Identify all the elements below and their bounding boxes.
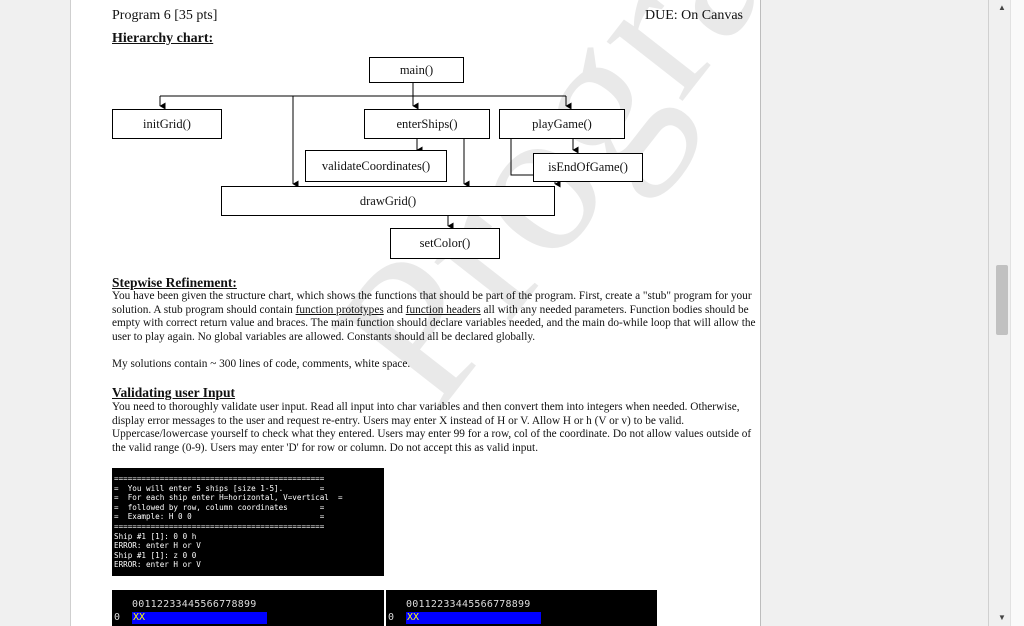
grid-row-cells: XX [132, 612, 267, 624]
node-isendofgame: isEndOfGame() [533, 153, 643, 182]
document-page: Program 6 Program 6 [35 pts] DUE: On Can… [70, 0, 761, 626]
grid-output-right: 00112233445566778899 0 XX [386, 590, 657, 626]
function-headers-link[interactable]: function headers [405, 303, 481, 316]
function-prototypes-link[interactable]: function prototypes [295, 303, 384, 316]
scroll-down-arrow-icon[interactable]: ▼ [998, 613, 1006, 622]
grid-column-digits: 00112233445566778899 [406, 599, 531, 610]
grid-output-left: 00112233445566778899 0 XX [112, 590, 384, 626]
divider [988, 0, 989, 626]
grid-row-label: 0 [114, 612, 121, 623]
grid-row-cells: XX [406, 612, 541, 624]
console-line: = You will enter 5 ships [size 1-5]. = [114, 483, 325, 493]
hierarchy-chart-title: Hierarchy chart: [112, 31, 214, 46]
grid-column-digits: 00112233445566778899 [132, 599, 257, 610]
left-gutter [0, 0, 70, 626]
due-label: DUE: On Canvas [645, 8, 743, 23]
stepwise-paragraph: You have been given the structure chart,… [112, 290, 756, 344]
console-line: ERROR: enter H or V [114, 560, 201, 570]
console-line: Ship #1 [1]: z 0 0 [114, 550, 197, 560]
node-playgame: playGame() [499, 109, 625, 139]
node-main: main() [369, 57, 464, 83]
solution-size-note: My solutions contain ~ 300 lines of code… [112, 358, 411, 370]
node-enterships: enterShips() [364, 109, 490, 139]
node-drawgrid: drawGrid() [221, 186, 555, 216]
console-line: = For each ship enter H=horizontal, V=ve… [114, 493, 343, 503]
console-line: ERROR: enter H or V [114, 541, 201, 551]
program-heading: Program 6 [35 pts] [112, 8, 218, 23]
node-setcolor: setColor() [390, 228, 500, 259]
scrollbar-thumb[interactable] [996, 265, 1008, 335]
right-edge-strip [1010, 0, 1024, 626]
stepwise-title: Stepwise Refinement: [112, 275, 237, 290]
right-gutter [760, 0, 988, 626]
console-line: Ship #1 [1]: 0 0 h [114, 531, 197, 541]
validating-paragraph: You need to thoroughly validate user inp… [112, 401, 752, 455]
node-validatecoordinates: validateCoordinates() [305, 150, 447, 182]
console-output: ========================================… [112, 468, 384, 576]
node-initgrid: initGrid() [112, 109, 222, 139]
console-line: ========================================… [114, 474, 325, 483]
grid-row-label: 0 [388, 612, 395, 623]
console-line: ========================================… [114, 521, 325, 531]
console-line: = followed by row, column coordinates = [114, 502, 325, 512]
console-line: = Example: H 0 0 = [114, 512, 325, 522]
scroll-up-arrow-icon[interactable]: ▲ [998, 3, 1006, 12]
validating-title: Validating user Input [112, 385, 236, 400]
